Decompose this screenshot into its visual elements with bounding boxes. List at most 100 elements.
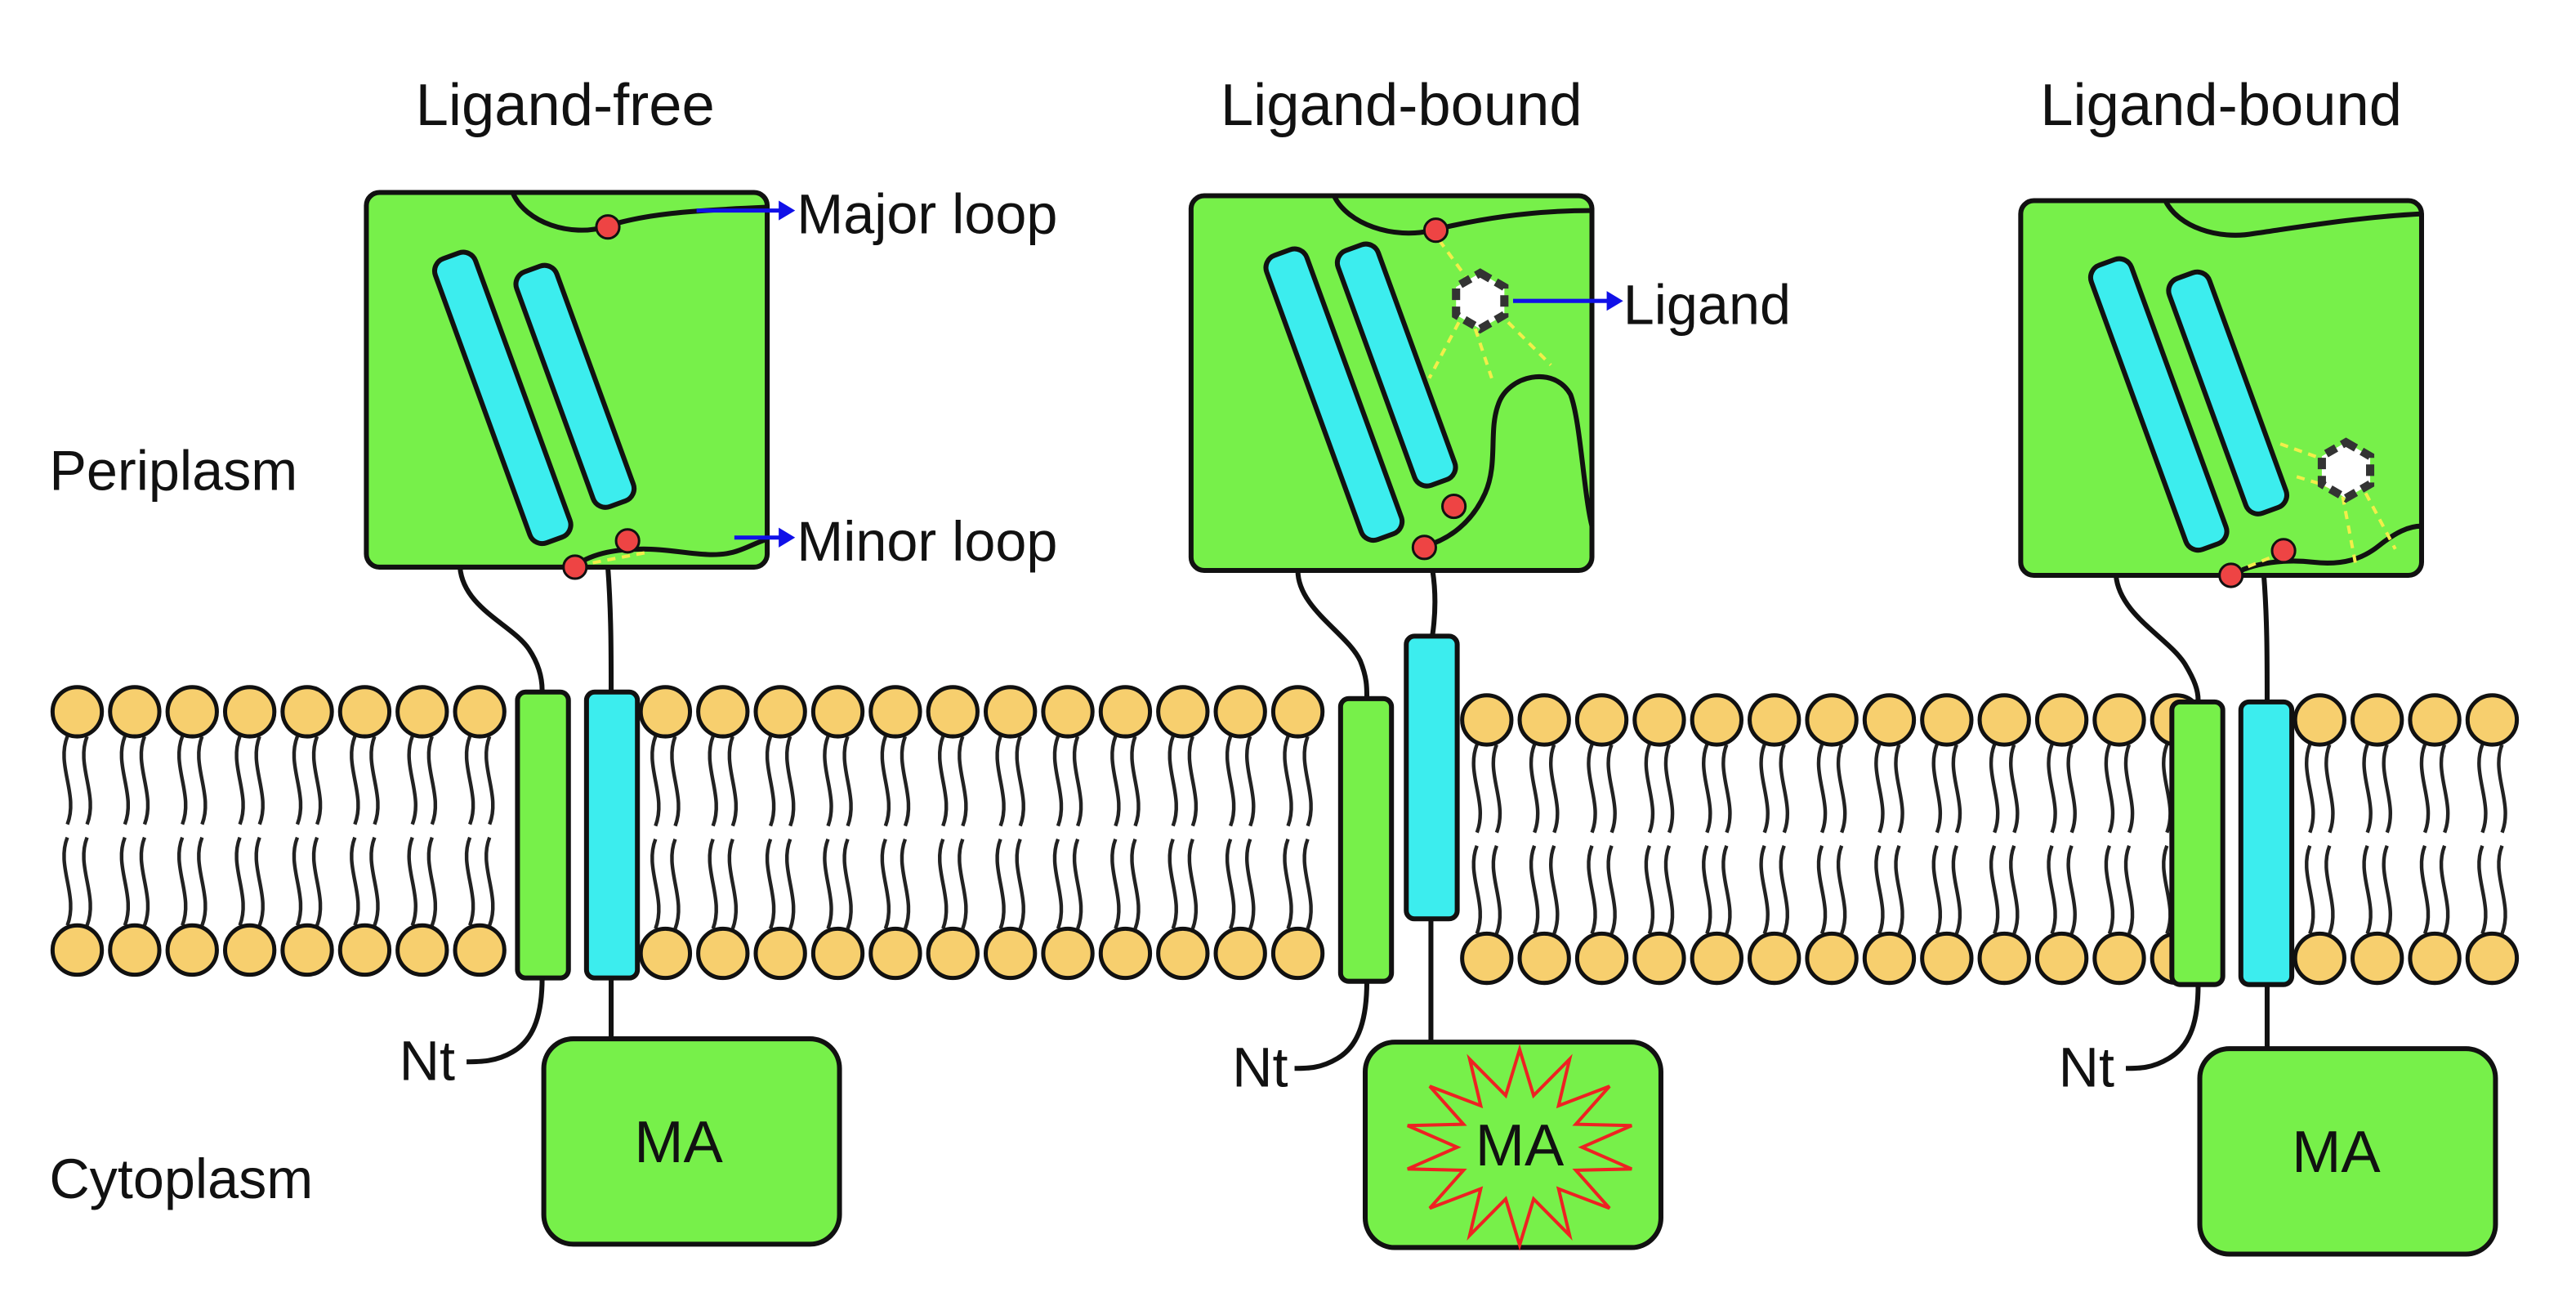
linker-tm1 [1295, 570, 1370, 697]
lipid-tail [484, 836, 495, 927]
lipid-tail [1491, 744, 1502, 834]
lipid-head [2034, 693, 2089, 747]
lipid-tail [2439, 844, 2450, 935]
lipid-tail [139, 736, 150, 825]
lipid-tail [1721, 844, 1732, 935]
lipid-tail [426, 836, 438, 927]
lipid-tail [842, 838, 853, 930]
region-label-periplasm: Periplasm [49, 440, 297, 502]
lipid-head [222, 685, 277, 739]
lipid-tail [1187, 838, 1199, 930]
lipid-tail [1052, 736, 1064, 827]
lipid-tail [1836, 844, 1847, 935]
helix-pair [2087, 256, 2290, 553]
lipid-tail [842, 736, 853, 827]
lipid-tail [2419, 844, 2431, 935]
state-title: Ligand-free [416, 72, 715, 138]
lipid-tail [1702, 744, 1712, 834]
helix-pair [431, 249, 637, 547]
lipid-tail [2104, 744, 2115, 834]
lipid-tail [1529, 844, 1540, 935]
state-title: Ligand-bound [2040, 72, 2402, 138]
lipid-head [2408, 931, 2462, 986]
lipid-tail [1015, 838, 1025, 930]
lipid-head [1517, 931, 1571, 986]
lipid-head [337, 923, 392, 977]
lipid-tail [234, 836, 245, 927]
lipid-tail [650, 838, 661, 930]
lipid-tail [2324, 844, 2335, 935]
lipid-head [1748, 693, 1801, 747]
ligand-molecule [1452, 268, 1509, 334]
transmembrane-helix-tm1 [2169, 699, 2226, 987]
lipid-tail [350, 736, 360, 825]
lipid-tail [484, 736, 495, 825]
lipid-tail [254, 836, 265, 927]
lipid-heads [50, 685, 2520, 986]
lipid-tail [2047, 744, 2057, 834]
lipid-head [2351, 931, 2404, 986]
lipid-tail [958, 838, 968, 930]
lipid-tail [407, 736, 417, 825]
lipid-tail [2162, 744, 2172, 834]
lipid-tail [119, 736, 130, 825]
state-title: Ligand-bound [1221, 72, 1583, 138]
loop-residue [614, 528, 641, 554]
lipid-tail [2047, 844, 2057, 935]
lipid-tail [1894, 744, 1904, 834]
lipid-tail [2009, 844, 2020, 935]
lipid-tail [1491, 844, 1502, 935]
lipid-tail [900, 736, 911, 827]
transmembrane-helix-tm2 [583, 689, 641, 981]
lipid-tail [1874, 744, 1885, 834]
lipid-head [1977, 931, 2031, 986]
ligand-molecule [2317, 437, 2375, 503]
lipid-head [926, 926, 980, 981]
lipid-tail [1931, 844, 1942, 935]
lipid-tail [1471, 844, 1482, 935]
lipid-head [696, 926, 750, 981]
lipid-head [1920, 693, 1974, 747]
loop-residue [1422, 217, 1449, 244]
cytoplasmic-ma-domain [541, 1036, 842, 1247]
helix-alpha2 [1334, 241, 1458, 489]
loop-residue [1411, 534, 1437, 561]
lipid-head [983, 926, 1038, 981]
lipid-tail [1759, 844, 1770, 935]
lipid-tail [938, 736, 949, 827]
lipid-tail [1187, 736, 1199, 827]
lipid-head [638, 926, 693, 981]
lipid-head [1517, 693, 1571, 747]
lipid-head [1041, 685, 1095, 739]
minor-loop [574, 536, 768, 568]
membrane-bilayer [50, 685, 2520, 986]
lipid-head [2408, 693, 2462, 747]
lipid-tail [1644, 844, 1655, 935]
contact-line [578, 550, 648, 567]
lipid-tail [177, 736, 188, 825]
lipid-tail [464, 736, 475, 825]
transmembrane-helix-tm2 [2238, 699, 2295, 987]
ligand-contacts [1427, 239, 1552, 379]
lipid-head [1632, 693, 1686, 747]
lipid-tail [1663, 844, 1675, 935]
lipid-head [165, 685, 219, 739]
minor-loop-label: Minor loop [797, 511, 1057, 573]
lipid-tail [708, 838, 718, 930]
lipid-head [1270, 685, 1325, 739]
contact-line [2341, 496, 2358, 566]
region-label-cytoplasm: Cytoplasm [49, 1148, 313, 1210]
lipid-tail [1072, 736, 1083, 827]
lipid-tail [2123, 844, 2135, 935]
lipid-head [337, 685, 392, 739]
lipid-tail [1052, 838, 1064, 930]
lipid-tail [177, 836, 188, 927]
lipid-tail [1130, 838, 1141, 930]
lipid-tail [785, 736, 796, 827]
lipid-tail [2009, 744, 2020, 834]
lipid-head [165, 923, 219, 977]
lipid-tail [311, 736, 323, 825]
lipid-head [108, 685, 162, 739]
lipid-tail [369, 736, 380, 825]
